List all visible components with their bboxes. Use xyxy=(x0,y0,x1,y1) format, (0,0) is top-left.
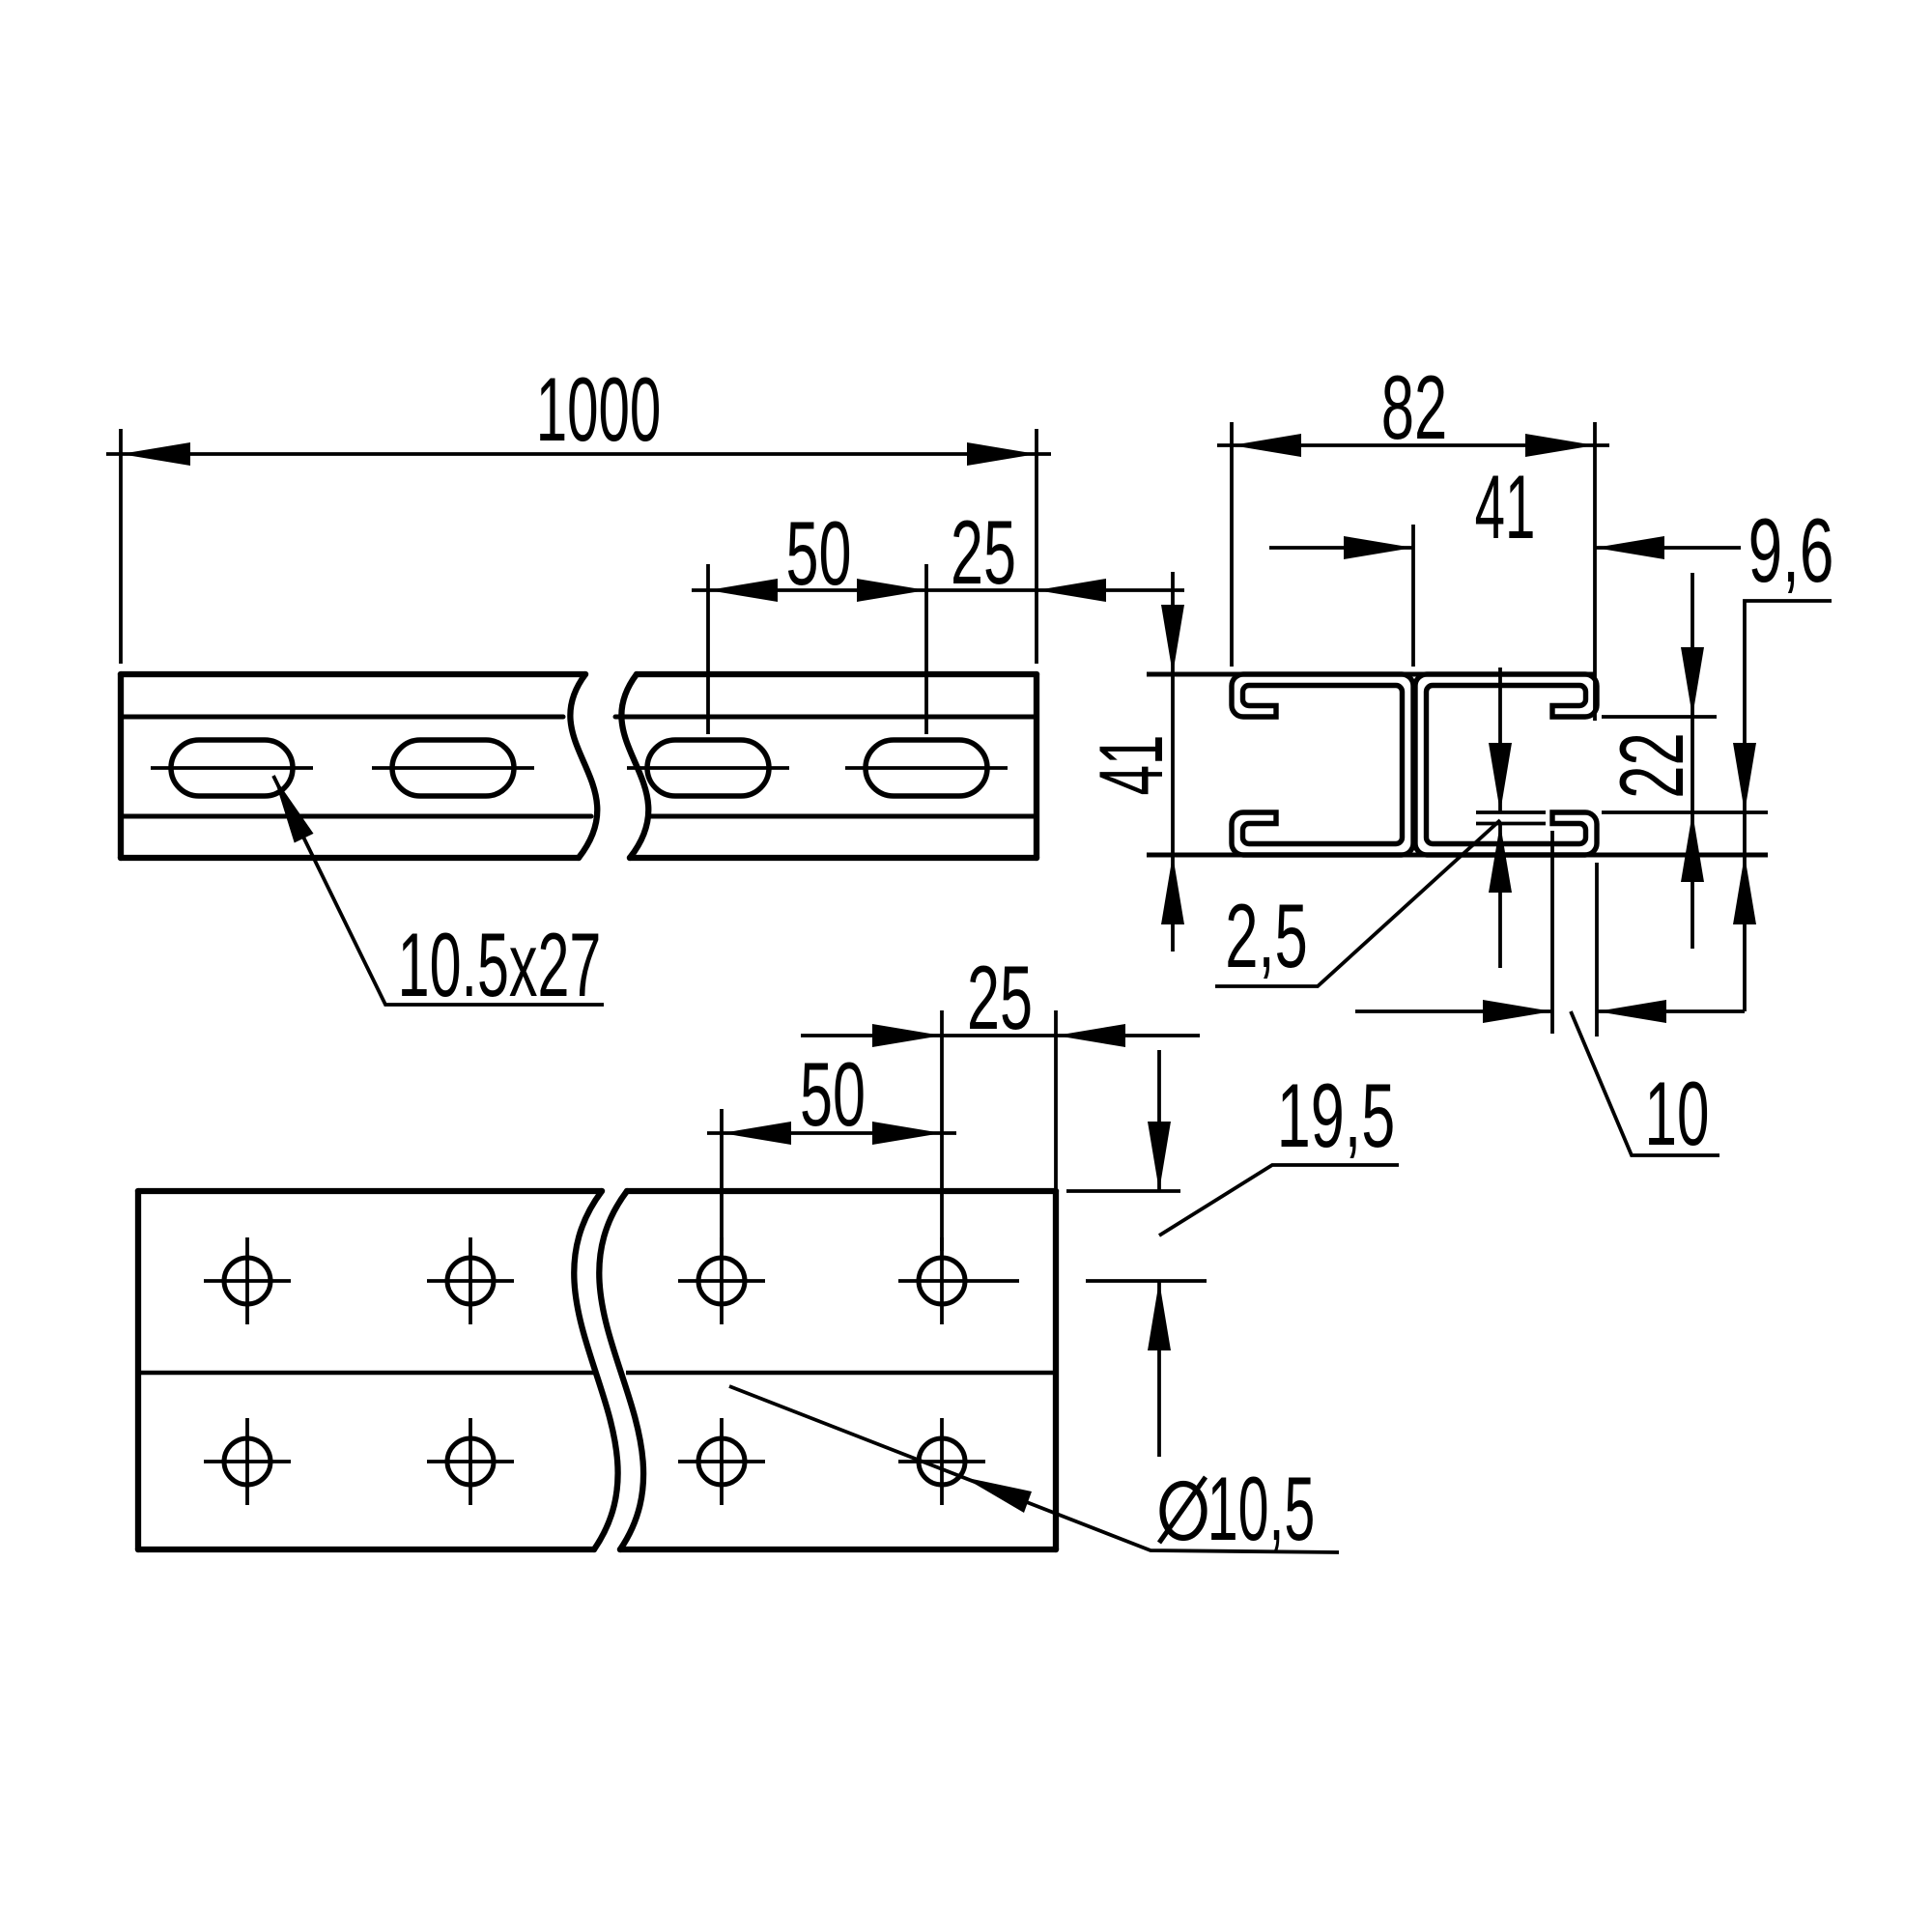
svg-text:19,5: 19,5 xyxy=(1277,1065,1396,1166)
svg-text:25: 25 xyxy=(951,501,1016,604)
svg-text:1000: 1000 xyxy=(536,358,662,461)
svg-text:41: 41 xyxy=(1081,735,1181,796)
svg-text:82: 82 xyxy=(1381,356,1447,458)
svg-text:50: 50 xyxy=(800,1043,866,1146)
svg-text:9,6: 9,6 xyxy=(1748,500,1834,602)
svg-text:2,5: 2,5 xyxy=(1225,885,1308,986)
svg-text:25: 25 xyxy=(967,947,1033,1049)
svg-text:10,5: 10,5 xyxy=(1208,1460,1316,1560)
svg-text:10.5x27: 10.5x27 xyxy=(398,914,602,1015)
svg-text:22: 22 xyxy=(1601,732,1702,798)
svg-text:50: 50 xyxy=(786,502,852,605)
svg-text:10: 10 xyxy=(1645,1063,1710,1164)
svg-text:41: 41 xyxy=(1475,457,1536,557)
